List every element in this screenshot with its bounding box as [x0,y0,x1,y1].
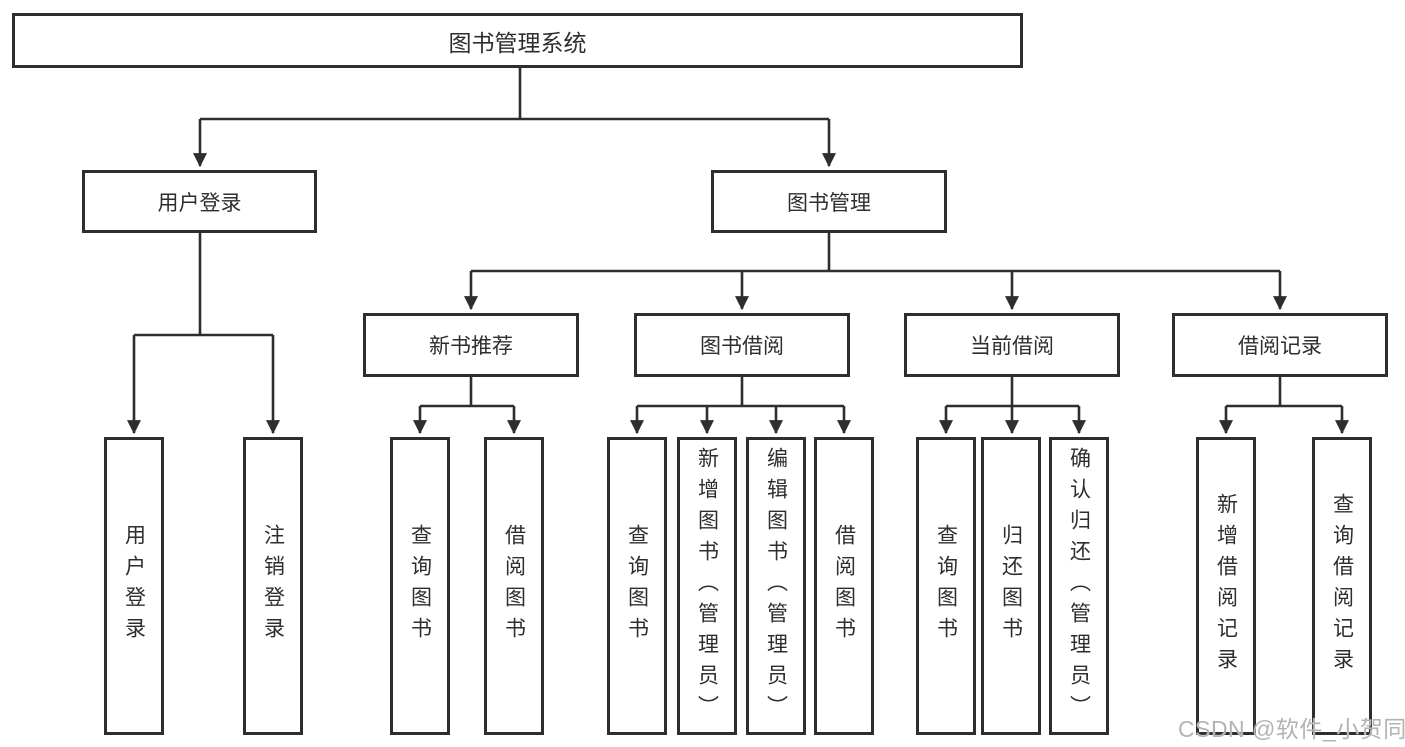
leaf-query-borrow-record: 查询借阅记录 [1312,437,1372,735]
leaf-logout-label: 注销登录 [261,524,285,648]
wire-book-borrow-trunk [637,377,844,408]
leaf-add-borrow-record-label: 新增借阅记录 [1214,493,1238,679]
leaf-add-book-admin-label: 新增图书（管理员） [695,446,719,726]
node-book-management: 图书管理 [711,170,947,233]
leaf-query-books-2-label: 查询图书 [625,524,649,648]
node-new-book-recommend: 新书推荐 [363,313,579,377]
node-current-borrowing-label: 当前借阅 [970,335,1054,358]
wire-current-borrow-trunk [946,377,1079,408]
wire-borrow-records-trunk [1226,377,1342,408]
node-new-book-recommend-label: 新书推荐 [429,335,513,358]
leaf-return-books: 归还图书 [981,437,1041,735]
leaf-confirm-return-admin: 确认归还（管理员） [1049,437,1109,735]
wire-new-books-trunk [420,377,514,408]
leaf-confirm-return-admin-label: 确认归还（管理员） [1067,446,1091,726]
node-book-borrowing-label: 图书借阅 [700,335,784,358]
leaf-borrow-books-1: 借阅图书 [484,437,544,735]
csdn-watermark: CSDN @软件_小贺同学 [1178,716,1405,742]
wire-user-login-trunk [134,233,273,337]
leaf-borrow-books-1-label: 借阅图书 [502,524,526,648]
node-current-borrowing: 当前借阅 [904,313,1120,377]
leaf-return-books-label: 归还图书 [999,524,1023,648]
leaf-edit-book-admin-label: 编辑图书（管理员） [764,446,788,726]
leaf-query-borrow-record-label: 查询借阅记录 [1330,493,1354,679]
wire-book-mgmt-trunk [471,233,1280,273]
leaf-query-books-1-label: 查询图书 [408,524,432,648]
node-root-system: 图书管理系统 [12,13,1023,68]
node-borrowing-records-label: 借阅记录 [1238,335,1322,358]
leaf-add-borrow-record: 新增借阅记录 [1196,437,1256,735]
node-user-login: 用户登录 [82,170,317,233]
node-borrowing-records: 借阅记录 [1172,313,1388,377]
node-book-borrowing: 图书借阅 [634,313,850,377]
node-book-management-label: 图书管理 [787,191,871,215]
node-user-login-label: 用户登录 [157,191,242,215]
node-root-system-label: 图书管理系统 [448,29,587,56]
leaf-add-book-admin: 新增图书（管理员） [677,437,737,735]
leaf-edit-book-admin: 编辑图书（管理员） [746,437,806,735]
leaf-query-books-1: 查询图书 [390,437,450,735]
leaf-query-books-3-label: 查询图书 [934,524,958,648]
leaf-borrow-books-2: 借阅图书 [814,437,874,735]
leaf-user-login-label: 用户登录 [122,524,146,648]
wire-root-trunk [200,68,829,121]
leaf-logout: 注销登录 [243,437,303,735]
leaf-query-books-3: 查询图书 [916,437,976,735]
leaf-query-books-2: 查询图书 [607,437,667,735]
leaf-user-login: 用户登录 [104,437,164,735]
leaf-borrow-books-2-label: 借阅图书 [832,524,856,648]
